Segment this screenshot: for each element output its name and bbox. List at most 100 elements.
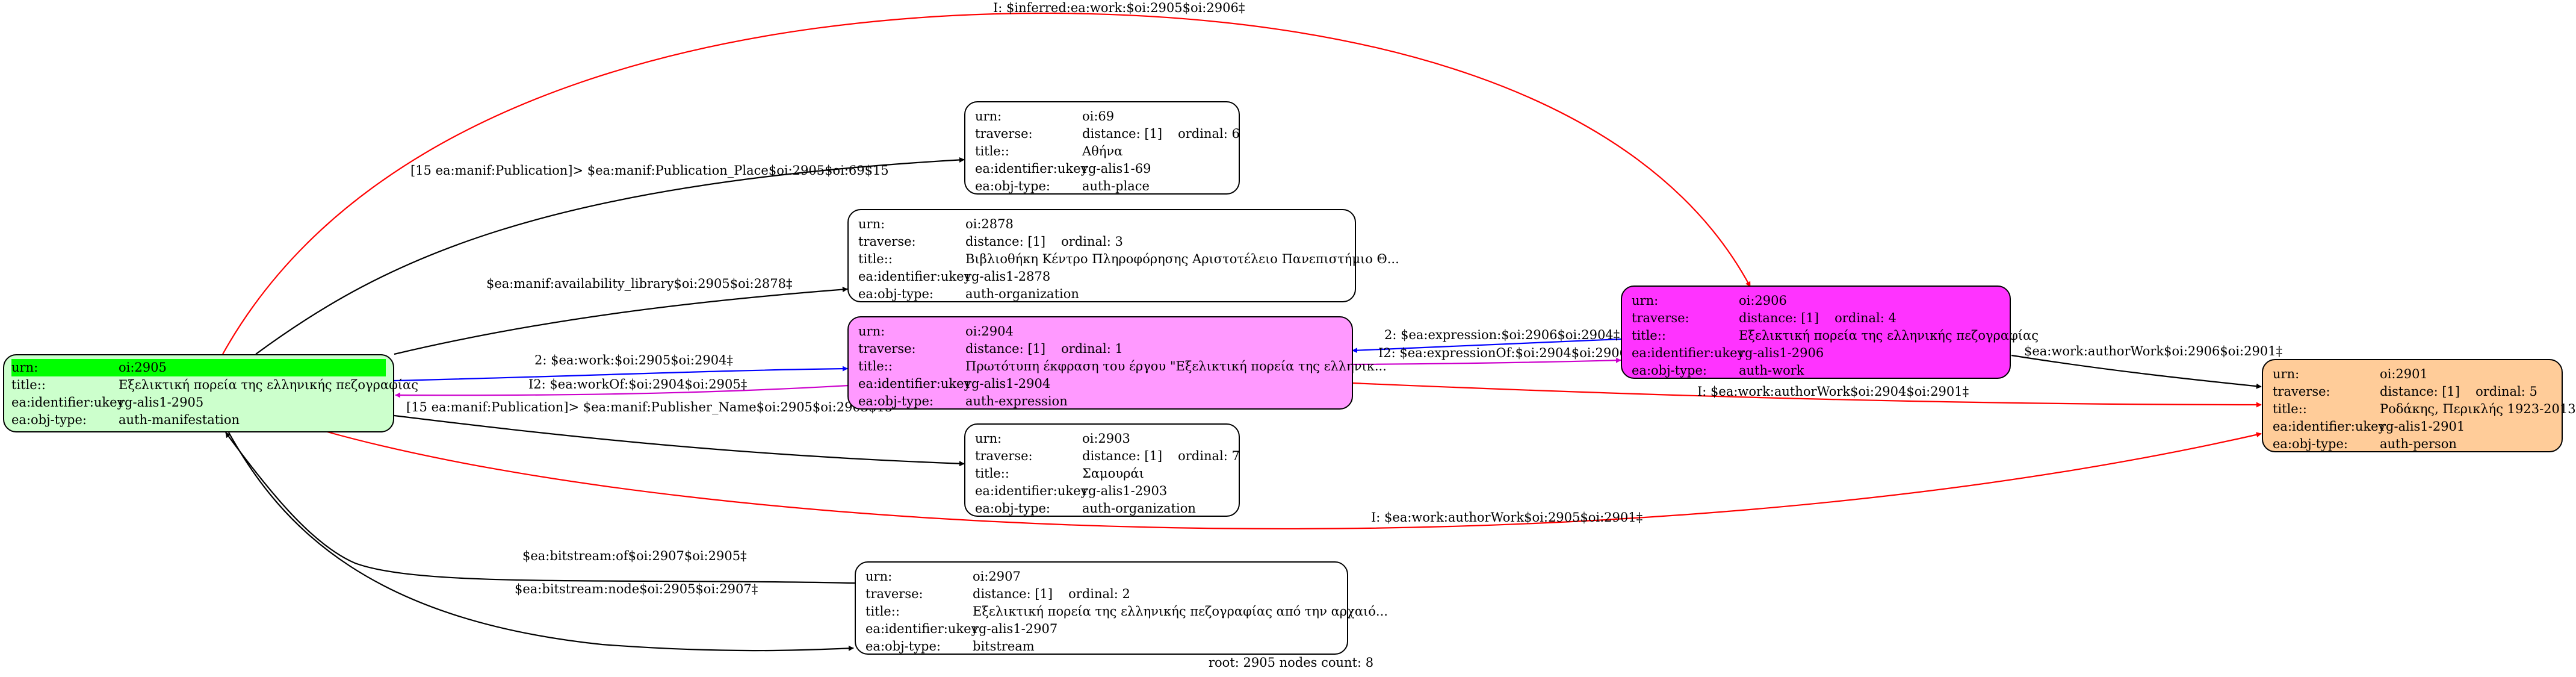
type-value: auth-place (1082, 179, 1150, 193)
ukey-key: ea:identifier:ukey (858, 269, 971, 284)
node-oi-2906[interactable]: urn:oi:2906 traverse:distance: [1]ordina… (1621, 285, 2039, 379)
edge-publication-place (255, 157, 965, 355)
ukey-key: ea:identifier:ukey (858, 376, 971, 391)
distance-value: distance: [1] (1082, 449, 1163, 463)
traverse-value: distance: [1] ordinal: 4 (1739, 310, 2000, 327)
graph-footer: root: 2905 nodes count: 8 (1209, 655, 1374, 670)
node-oi-2907[interactable]: urn:oi:2907 traverse:distance: [1]ordina… (855, 561, 1388, 655)
title-row: title:: Εξελικτική πορεία της ελληνικής … (11, 376, 418, 394)
edge-publisher-name (394, 414, 965, 467)
traverse-value: distance: [1] ordinal: 3 (965, 233, 1345, 251)
node-oi-2901[interactable]: urn:oi:2901 traverse:distance: [1]ordina… (2262, 359, 2576, 453)
type-value: auth-manifestation (119, 413, 240, 427)
ukey-key: ea:identifier:ukey (11, 395, 125, 410)
type-row: ea:obj-type: auth-place (975, 178, 1229, 195)
type-value: auth-expression (965, 394, 1068, 408)
traverse-value: distance: [1] ordinal: 7 (1082, 448, 1240, 465)
urn-value: oi:69 (1082, 109, 1115, 123)
urn-value: oi:2878 (965, 217, 1014, 231)
edge-label-publication-place: [15 ea:manif:Publication]> $ea:manif:Pub… (410, 163, 889, 178)
urn-key: urn: (11, 360, 39, 375)
distance-value: distance: [1] (973, 587, 1053, 601)
type-key: ea:obj-type: (858, 394, 933, 408)
type-row: ea:obj-type: auth-work (1632, 362, 2000, 379)
title-value: Βιβλιοθήκη Κέντρο Πληροφόρησης Αριστοτέλ… (965, 252, 1399, 266)
urn-key: urn: (865, 569, 893, 584)
title-row: title::Βιβλιοθήκη Κέντρο Πληροφόρησης Αρ… (858, 251, 1399, 268)
ukey-value: rg-alis1-2905 (119, 395, 204, 410)
ukey-key: ea:identifier:ukey (1632, 346, 1745, 360)
urn-key: urn: (2273, 367, 2300, 381)
type-row: ea:obj-type:auth-person (2273, 435, 2552, 453)
title-key: title:: (11, 378, 46, 392)
traverse-key: traverse: (975, 126, 1033, 141)
type-value: auth-work (1739, 363, 1804, 378)
urn-value: oi:2906 (1739, 293, 1787, 308)
traverse-value: distance: [1]ordinal: 6 (1082, 125, 1240, 143)
edge-label-authorwork-2904: I: $ea:work:authorWork$oi:2904$oi:2901‡ (1697, 384, 1969, 399)
title-key: title:: (2273, 402, 2307, 416)
title-row: title::Σαμουράι (975, 465, 1229, 482)
node-header-row: urn: oi:2905 (11, 359, 386, 376)
urn-row: urn:oi:2904 (858, 323, 1342, 340)
type-value: auth-person (2380, 437, 2457, 451)
type-row: ea:obj-type: auth-manifestation (11, 411, 386, 429)
ordinal-value: ordinal: 4 (1834, 311, 1896, 325)
edge-availability-library (394, 287, 848, 355)
traverse-value: distance: [1]ordinal: 5 (2380, 383, 2552, 401)
urn-value: oi:2904 (965, 324, 1014, 338)
ordinal-value: ordinal: 2 (1068, 587, 1130, 601)
ukey-key: ea:identifier:ukey (865, 622, 979, 636)
title-value: Σαμουράι (1082, 466, 1144, 481)
node-oi-69[interactable]: urn:oi:69 traverse:distance: [1]ordinal:… (964, 101, 1240, 195)
edge-authorwork-2906 (2011, 354, 2262, 389)
node-oi-2904[interactable]: urn:oi:2904 traverse:distance: [1]ordina… (847, 316, 1387, 410)
distance-value: distance: [1] (1739, 311, 1819, 325)
ukey-value: rg-alis1-2901 (2380, 419, 2465, 434)
ordinal-value: ordinal: 3 (1061, 234, 1123, 249)
title-key: title:: (858, 359, 893, 373)
edge-label-inferred-work: I: $inferred:ea:work:$oi:2905$oi:2906‡ (993, 1, 1245, 15)
title-row: title::Πρωτότυπη έκφραση του έργου "Εξελ… (858, 358, 1387, 375)
title-row: title::Εξελικτική πορεία της ελληνικής π… (1632, 327, 2039, 345)
title-row: title::Αθήνα (975, 143, 1229, 160)
edge-label-publisher-name: [15 ea:manif:Publication]> $ea:manif:Pub… (406, 400, 893, 414)
node-oi-2878[interactable]: urn:oi:2878 traverse:distance: [1]ordina… (847, 209, 1399, 302)
title-row: title::Εξελικτική πορεία της ελληνικής π… (865, 603, 1388, 620)
urn-value: oi:2905 (119, 360, 167, 375)
type-key: ea:obj-type: (865, 639, 941, 654)
traverse-row: traverse:distance: [1]ordinal: 1 (858, 340, 1342, 358)
ukey-key: ea:identifier:ukey (975, 161, 1088, 176)
edge-work-2904 (394, 366, 848, 382)
type-key: ea:obj-type: (975, 179, 1050, 193)
node-oi-2905[interactable]: urn: oi:2905 title:: Εξελικτική πορεία τ… (3, 354, 418, 432)
edge-label-work-2904: 2: $ea:work:$oi:2905$oi:2904‡ (534, 353, 733, 367)
edge-expression-of (1352, 357, 1621, 366)
distance-value: distance: [1] (965, 234, 1046, 249)
distance-value: distance: [1] (2380, 384, 2460, 399)
edge-label-authorwork-2905: I: $ea:work:authorWork$oi:2905$oi:2901‡ (1371, 510, 1643, 525)
edge-authorwork-2904 (1352, 382, 2262, 408)
node-oi-2903[interactable]: urn:oi:2903 traverse:distance: [1]ordina… (964, 423, 1240, 517)
ukey-value: rg-alis1-2903 (1082, 484, 1168, 498)
urn-key: urn: (975, 431, 1002, 446)
traverse-key: traverse: (858, 342, 916, 356)
type-value: auth-organization (965, 287, 1079, 301)
ukey-row: ea:identifier:ukey rg-alis1-2905 (11, 394, 386, 411)
type-row: ea:obj-type: auth-expression (858, 393, 1342, 410)
type-key: ea:obj-type: (11, 413, 87, 427)
urn-key: urn: (858, 217, 885, 231)
distance-value: distance: [1] (1082, 126, 1163, 141)
type-key: ea:obj-type: (1632, 363, 1707, 378)
title-row: title::Ροδάκης, Περικλής 1923-2013 (2273, 401, 2576, 418)
ukey-value: rg-alis1-2878 (965, 269, 1051, 284)
urn-value: oi:2907 (973, 569, 1021, 584)
ordinal-value: ordinal: 7 (1178, 449, 1240, 463)
urn-row: urn:oi:2901 (2273, 366, 2552, 383)
traverse-value: distance: [1] ordinal: 2 (973, 585, 1337, 603)
